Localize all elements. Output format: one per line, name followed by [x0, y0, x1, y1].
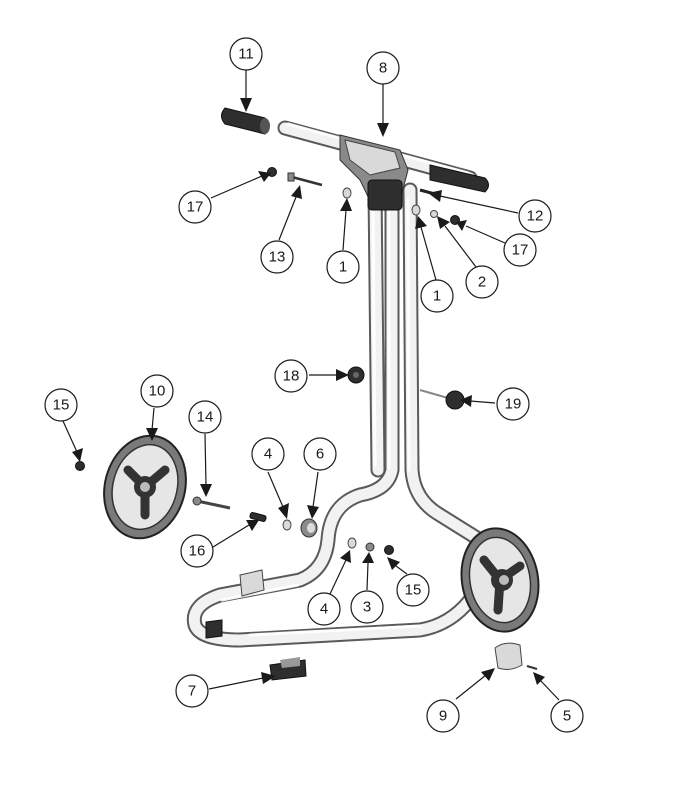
washer-part-4-left: [282, 519, 292, 531]
callout-9-clamp: 9: [426, 699, 460, 733]
washer-part-4-right: [347, 537, 357, 549]
foot-clip-mounted: [205, 569, 265, 639]
callout-10-wheel: 10: [140, 374, 174, 408]
cap-part-15-right: [384, 545, 394, 555]
handlebar: [277, 120, 489, 211]
callout-16-pin: 16: [180, 534, 214, 568]
callout-label: 9: [439, 708, 447, 725]
leader-lines: [62, 70, 560, 701]
callout-17-cap-right: 17: [503, 233, 537, 267]
callout-label: 2: [478, 274, 486, 291]
callout-4-washer-left: 4: [251, 437, 285, 471]
screw-part-5: [526, 665, 538, 670]
cap-part-15-left: [75, 461, 85, 471]
pin-part-16: [249, 511, 267, 523]
callout-label: 3: [363, 599, 371, 616]
callout-1-washer-left: 1: [326, 250, 360, 284]
callout-11-grip: 11: [229, 37, 263, 71]
bushing-part-6: [300, 518, 318, 538]
callout-label: 8: [379, 60, 387, 77]
handlebar-clamp: [339, 134, 409, 211]
knob-part-19: [419, 389, 465, 410]
callout-7-foot-clip: 7: [175, 674, 209, 708]
nut-part-2: [430, 210, 438, 218]
callout-19-knob: 19: [496, 387, 530, 421]
callout-5-screw: 5: [550, 699, 584, 733]
wheel-part-10: [103, 434, 187, 540]
callout-label: 12: [527, 208, 544, 225]
callout-18-knob: 18: [274, 359, 308, 393]
callout-label: 19: [505, 396, 522, 413]
axle-part-14: [192, 496, 231, 510]
callout-14-axle: 14: [188, 400, 222, 434]
knob-part-18: [347, 366, 365, 384]
callout-17-cap-left: 17: [178, 190, 212, 224]
grip-right: [429, 164, 489, 193]
bolt-part-13: [287, 172, 323, 187]
callout-label: 16: [189, 543, 206, 560]
callout-label: 17: [512, 242, 529, 259]
callout-15-cap-left: 15: [44, 388, 78, 422]
callout-label: 13: [269, 249, 286, 266]
callout-4-washer-right: 4: [307, 592, 341, 626]
callout-label: 4: [264, 446, 272, 463]
nut-part-3: [365, 542, 375, 552]
callout-8-handlebar-clamp: 8: [366, 51, 400, 85]
callout-15-cap-right: 15: [396, 573, 430, 607]
callout-label: 17: [187, 199, 204, 216]
callout-1-washer-right: 1: [420, 279, 454, 313]
callout-label: 15: [53, 397, 70, 414]
washer-part-1-left: [342, 187, 352, 199]
callout-12-bolt: 12: [518, 199, 552, 233]
callout-2-nut: 2: [465, 265, 499, 299]
grip-left-part-11: [221, 107, 270, 135]
wheel-mounted-right: [460, 527, 540, 633]
callout-label: 4: [320, 601, 328, 618]
callout-label: 7: [188, 683, 196, 700]
callout-label: 5: [563, 708, 571, 725]
callout-label: 18: [283, 368, 300, 385]
foot-clip-part-7: [269, 657, 307, 681]
callout-label: 1: [339, 259, 347, 276]
callout-label: 6: [316, 446, 324, 463]
callout-3-nut: 3: [350, 590, 384, 624]
callout-label: 14: [197, 409, 214, 426]
clamp-part-9: [494, 642, 523, 670]
callout-13-bolt: 13: [260, 240, 294, 274]
callout-label: 10: [149, 383, 166, 400]
callout-6-bushing: 6: [303, 437, 337, 471]
callout-label: 15: [405, 582, 422, 599]
callout-label: 11: [238, 46, 254, 63]
washer-part-1-right: [411, 204, 421, 216]
callout-label: 1: [433, 288, 441, 305]
